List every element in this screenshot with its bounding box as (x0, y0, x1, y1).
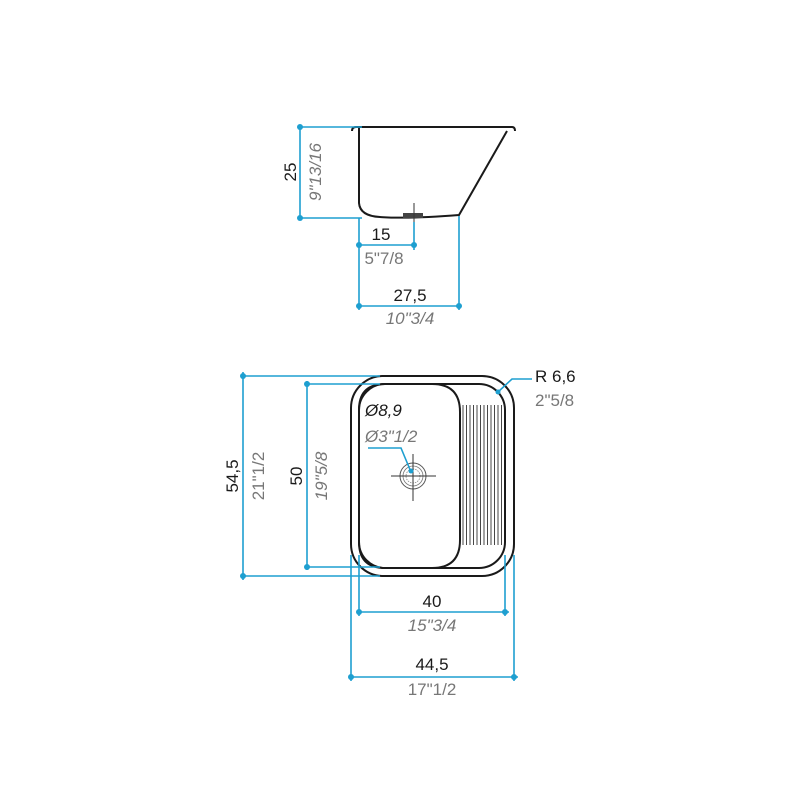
drain-diameter-cm-label: Ø8,9 (364, 401, 402, 420)
inner-width-cm-label: 40 (423, 592, 442, 611)
drain-offset-cm-label: 15 (372, 225, 391, 244)
outer-length-in-label: 21"1/2 (249, 452, 268, 501)
bottom-width-cm-label: 27,5 (393, 286, 426, 305)
sink-bowl (358, 383, 461, 569)
sink-outer-rim (350, 375, 515, 577)
drain-diameter-in-label: Ø3"1/2 (364, 427, 418, 446)
radius-leader-line (497, 378, 532, 393)
height-in-label: 9"13/16 (306, 142, 325, 201)
corner-radius-cm-label: R 6,6 (535, 367, 576, 386)
side-view: 25 9"13/16 15 5"7/8 27,5 10"3/4 (281, 124, 516, 328)
drain-outlet (403, 213, 423, 218)
dimension-inner-width: 40 15"3/4 (356, 555, 509, 635)
top-view: Ø8,9 Ø3"1/2 R 6,6 2"5/8 54,5 21"1/2 50 1… (223, 367, 576, 699)
dimension-outer-length: 54,5 21"1/2 (223, 372, 380, 580)
bowl-length-cm-label: 50 (287, 467, 306, 486)
height-cm-label: 25 (281, 163, 300, 182)
drain-strainer-icon (391, 454, 436, 501)
dimension-bottom-width: 27,5 10"3/4 (356, 216, 462, 328)
bowl-length-in-label: 19"5/8 (312, 451, 331, 500)
corner-radius-in-label: 2"5/8 (535, 391, 574, 410)
drain-offset-in-label: 5"7/8 (364, 249, 403, 268)
dimension-bowl-length: 50 19"5/8 (287, 381, 380, 570)
outer-length-cm-label: 54,5 (223, 459, 242, 492)
dimension-outer-width: 44,5 17"1/2 (348, 555, 518, 699)
dimension-drain-offset: 15 5"7/8 (356, 218, 417, 310)
outer-width-in-label: 17"1/2 (408, 680, 457, 699)
sink-side-profile (351, 126, 516, 219)
dimension-height: 25 9"13/16 (281, 124, 362, 221)
drain-leader-line (368, 447, 412, 473)
inner-width-in-label: 15"3/4 (408, 616, 457, 635)
bottom-width-in-label: 10"3/4 (386, 309, 435, 328)
outer-width-cm-label: 44,5 (415, 655, 448, 674)
washboard-ribs (462, 405, 502, 545)
